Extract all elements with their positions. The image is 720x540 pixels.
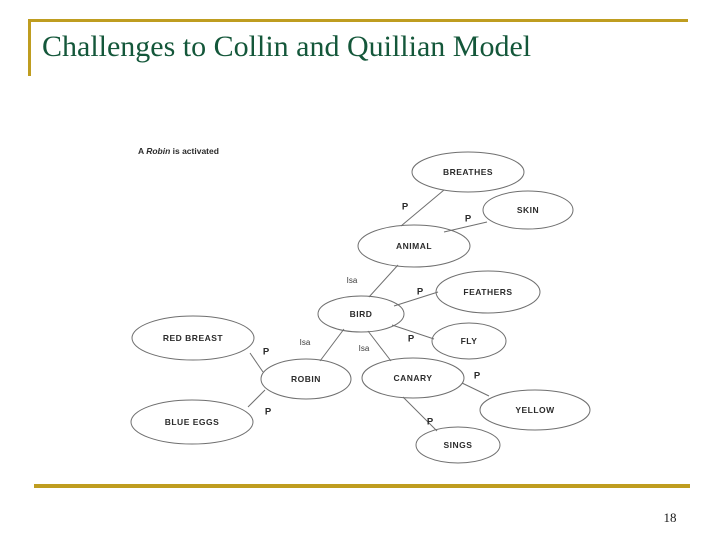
network-node-label-animal: ANIMAL <box>396 241 432 251</box>
network-node-shape-canary <box>361 357 465 399</box>
network-edge-label-animal-breathes: P <box>402 202 409 213</box>
network-node-shape-bird <box>317 295 405 333</box>
network-edge-label-animal-skin: P <box>465 214 472 225</box>
title-accent-rule-left <box>28 19 31 76</box>
network-edge-animal-bird <box>368 264 399 298</box>
footer-accent-rule <box>34 484 690 488</box>
network-edge-label-robin-bird: Isa <box>300 338 311 347</box>
network-node-label-robin: ROBIN <box>291 374 321 384</box>
diagram-caption-prefix: A <box>138 146 147 156</box>
network-node-blue-eggs: BLUE EGGS <box>130 399 254 445</box>
page-title: Challenges to Collin and Quillian Model <box>42 30 532 63</box>
network-node-shape-skin <box>482 190 574 230</box>
network-node-label-breathes: BREATHES <box>443 167 493 177</box>
network-edge-label-canary-bird: Isa <box>359 344 370 353</box>
network-node-animal: ANIMAL <box>357 224 471 268</box>
network-node-shape-feathers <box>435 270 541 314</box>
network-node-shape-fly <box>431 322 507 360</box>
network-node-shape-sings <box>415 426 501 464</box>
network-edges-layer <box>247 189 490 432</box>
network-node-shape-robin <box>260 358 352 400</box>
network-edge-bird-feathers <box>393 291 439 307</box>
diagram-caption-suffix: is activated <box>170 146 219 156</box>
network-edge-robin-blueeggs <box>247 389 266 408</box>
network-node-shape-yellow <box>479 389 591 431</box>
network-node-shape-red-breast <box>131 315 255 361</box>
network-node-shape-breathes <box>411 151 525 193</box>
network-edge-label-animal-bird: Isa <box>347 276 358 285</box>
network-node-feathers: FEATHERS <box>435 270 541 314</box>
network-node-robin: ROBIN <box>260 358 352 400</box>
network-node-red-breast: RED BREAST <box>131 315 255 361</box>
network-edge-label-bird-fly: P <box>408 334 415 345</box>
network-node-yellow: YELLOW <box>479 389 591 431</box>
network-nodes-layer: BREATHES SKIN ANIMAL FEATHERS BIRD FLY RED BRE… <box>130 151 591 464</box>
diagram-caption-emphasis: Robin <box>146 146 171 156</box>
network-edge-canary-bird <box>367 330 392 362</box>
title-accent-rule-top <box>28 19 688 22</box>
network-edge-bird-fly <box>391 324 435 340</box>
network-node-sings: SINGS <box>415 426 501 464</box>
network-node-bird: BIRD <box>317 295 405 333</box>
network-node-label-fly: FLY <box>461 336 478 346</box>
network-node-skin: SKIN <box>482 190 574 230</box>
network-node-label-sings: SINGS <box>444 440 473 450</box>
network-node-label-blue-eggs: BLUE EGGS <box>165 417 220 427</box>
network-node-fly: FLY <box>431 322 507 360</box>
network-node-label-feathers: FEATHERS <box>463 287 512 297</box>
network-edge-label-bird-feathers: P <box>417 287 424 298</box>
network-node-label-red-breast: RED BREAST <box>163 333 224 343</box>
network-node-label-skin: SKIN <box>517 205 539 215</box>
diagram-caption: A Robin is activated <box>138 146 219 156</box>
page-number: 18 <box>663 510 677 525</box>
network-node-canary: CANARY <box>361 357 465 399</box>
network-node-label-bird: BIRD <box>350 309 373 319</box>
network-edge-robin-bird <box>319 328 345 362</box>
network-edge-animal-breathes <box>400 189 445 227</box>
network-edge-label-canary-yellow: P <box>474 371 481 382</box>
network-node-label-yellow: YELLOW <box>515 405 555 415</box>
network-edge-label-canary-sings: P <box>427 417 434 428</box>
network-edge-label-robin-blueeggs: P <box>265 407 272 418</box>
network-node-shape-blue-eggs <box>130 399 254 445</box>
network-node-label-canary: CANARY <box>393 373 432 383</box>
network-edge-robin-redbreast <box>249 352 264 373</box>
network-edge-canary-sings <box>402 396 438 432</box>
network-edge-canary-yellow <box>461 382 490 397</box>
network-node-shape-animal <box>357 224 471 268</box>
network-node-breathes: BREATHES <box>411 151 525 193</box>
network-edge-label-robin-redbreast: P <box>263 347 270 358</box>
